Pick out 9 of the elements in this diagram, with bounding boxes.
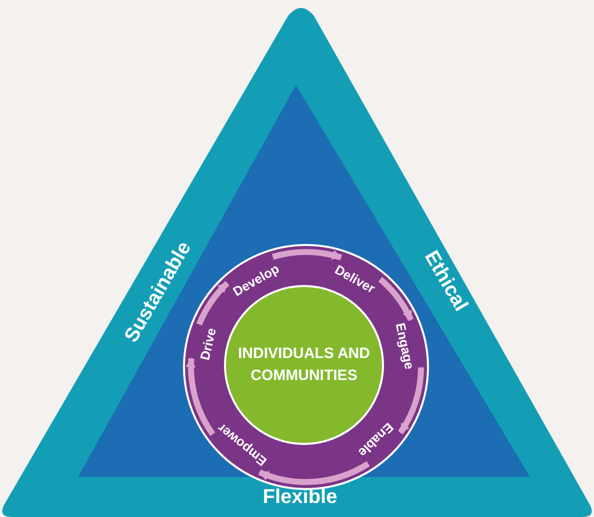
cycle-arrow [186,357,216,436]
side-label: Flexible [262,487,338,507]
cycle-arrow [378,277,414,322]
cycle-arrow [258,461,370,485]
cycle-arrow [398,367,424,434]
cycle-step-label: Engage [394,322,416,370]
cycle-arrow [196,281,230,326]
cycle-arrow [272,249,342,260]
cycle-step-label: Drive [198,326,218,362]
